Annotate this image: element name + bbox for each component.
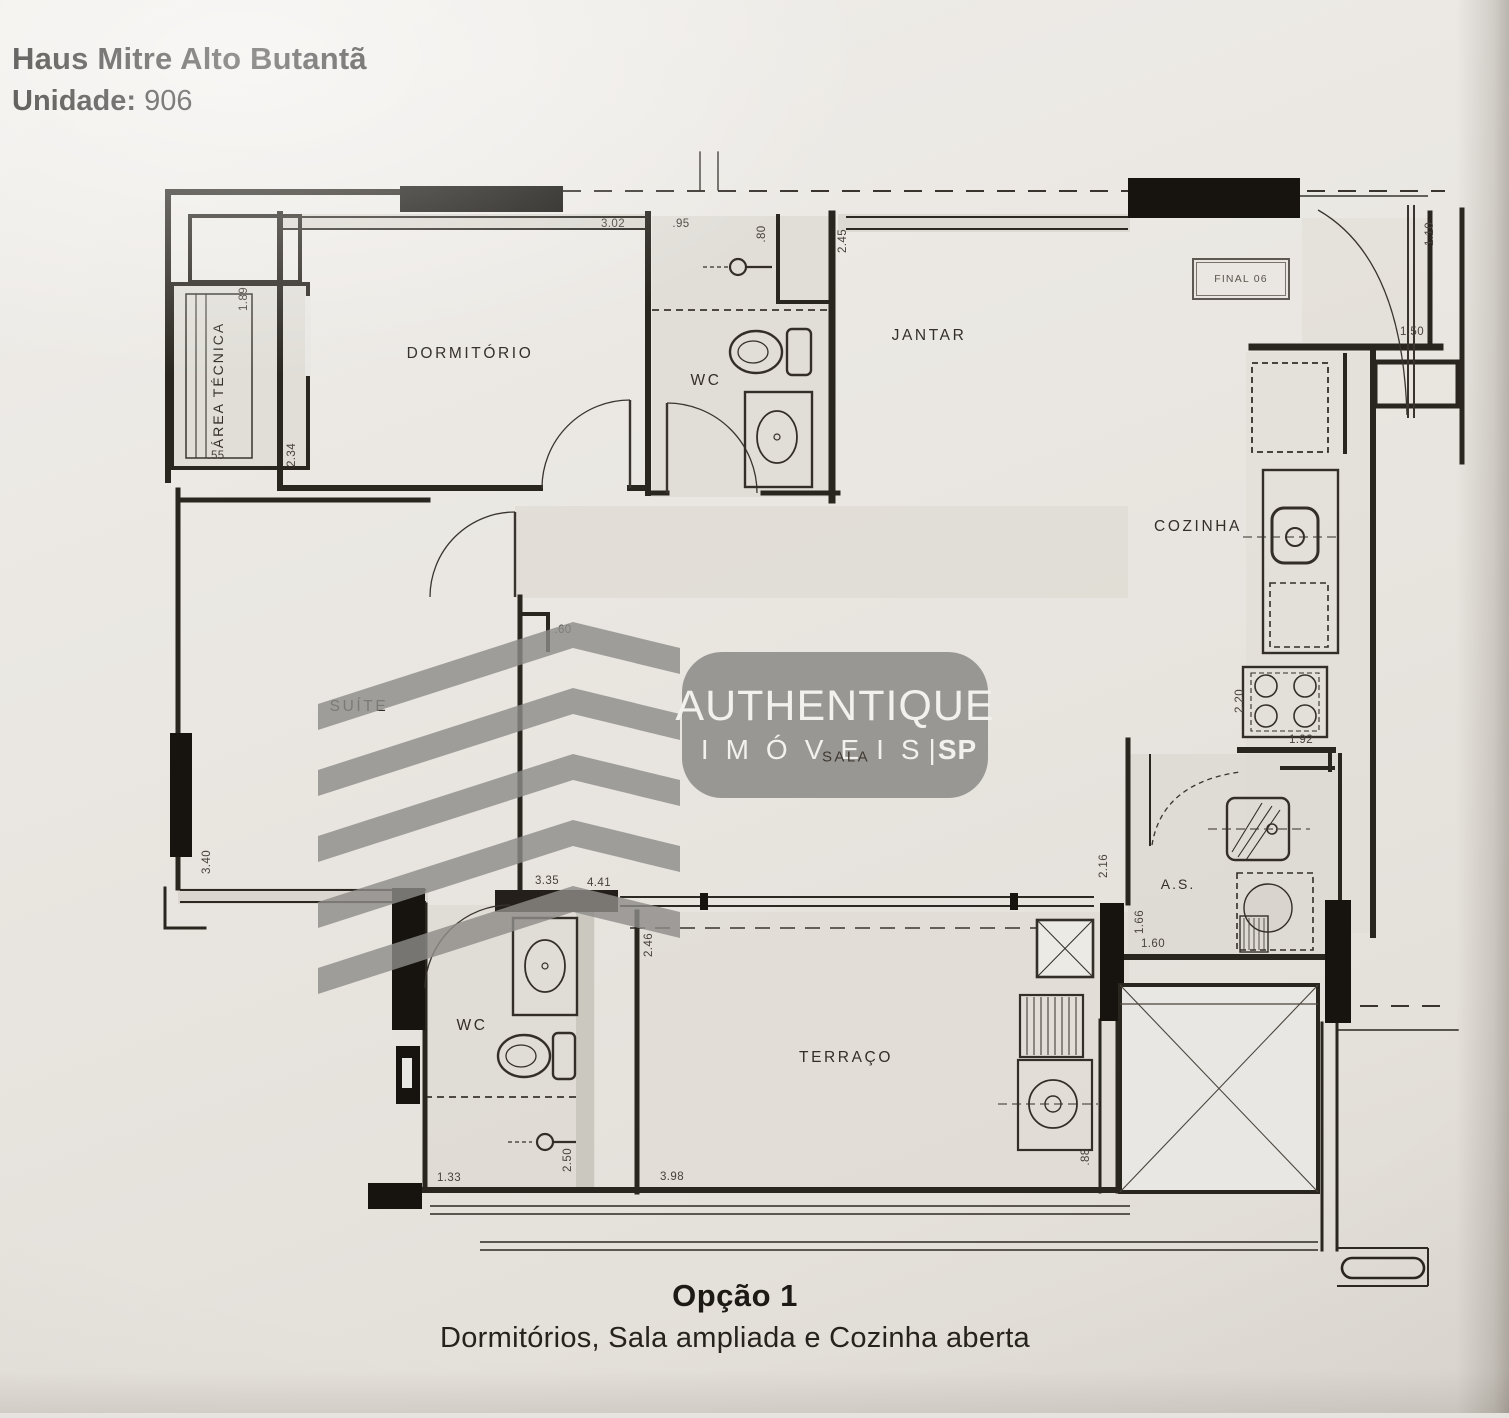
dim-2-34: 2.34 [286,443,298,467]
caption-subtitle: Dormitórios, Sala ampliada e Cozinha abe… [440,1322,1030,1354]
dim-0-88: .88 [1080,1148,1092,1166]
room-label-wc-bottom: WC [456,1017,488,1034]
room-label-as: A.S. [1160,876,1196,892]
windows [180,216,1318,1251]
room-label-terraco: TERRAÇO [799,1049,893,1066]
dim-3-40: 3.40 [201,850,213,874]
dim-1-33: 1.33 [437,1172,461,1184]
project-title: Haus Mitre Alto Butantã [12,41,367,76]
dim-1-10: 1.10 [1424,222,1436,246]
room-label-dormitorio: DORMITÓRIO [406,345,534,362]
dim-1-60: 1.60 [1141,938,1165,950]
caption: Opção 1 Dormitórios, Sala ampliada e Coz… [0,1278,1470,1355]
unit-label: Unidade: [12,84,137,117]
area-tecnica-detail [185,293,311,459]
dim-1-66: 1.66 [1134,910,1146,934]
dim-2-50: 2.50 [562,1148,574,1172]
room-label-cozinha: COZINHA [1154,518,1242,535]
dim-0-80: .80 [756,225,768,243]
final-unit-badge: FINAL 06 [1192,258,1290,300]
terrace-fixtures [998,918,1098,1152]
unit-line: Unidade: 906 [12,85,367,118]
dim-2-45: 2.45 [837,229,849,253]
kitchen-fixtures [1241,362,1340,739]
caption-title: Opção 1 [672,1278,798,1313]
room-label-area-tecnica: ÁREA TÉCNICA [210,321,226,449]
dim-3-35: 3.35 [535,875,559,887]
dim-1-92: 1.92 [1289,734,1313,746]
unit-number: 906 [144,84,193,117]
room-label-jantar: JANTAR [891,327,967,344]
dim-2-16: 2.16 [1098,854,1110,878]
dashed-lines [425,190,1445,1098]
dim-0-55: .55 [207,450,225,462]
dim-3-02: 3.02 [601,218,625,230]
dim-0-95: .95 [672,218,690,230]
room-label-suite: SUÍTE [329,698,389,715]
doors [424,195,1428,989]
shaft-and-tail [1118,983,1429,1287]
dim-4-41: 4.41 [587,877,611,889]
wc-top-fixtures [703,257,814,489]
dim-2-20: 2.20 [1234,689,1246,713]
dim-0-60: .60 [554,624,572,636]
dim-1-50: 1.50 [1400,326,1424,338]
dim-1-89: 1.89 [238,287,250,311]
room-label-wc-top: WC [690,372,722,389]
document-header: Haus Mitre Alto Butantã Unidade: 906 [12,40,367,118]
laundry-fixtures [1208,796,1314,953]
dim-3-98: 3.98 [660,1171,684,1183]
dim-2-46: 2.46 [643,933,655,957]
